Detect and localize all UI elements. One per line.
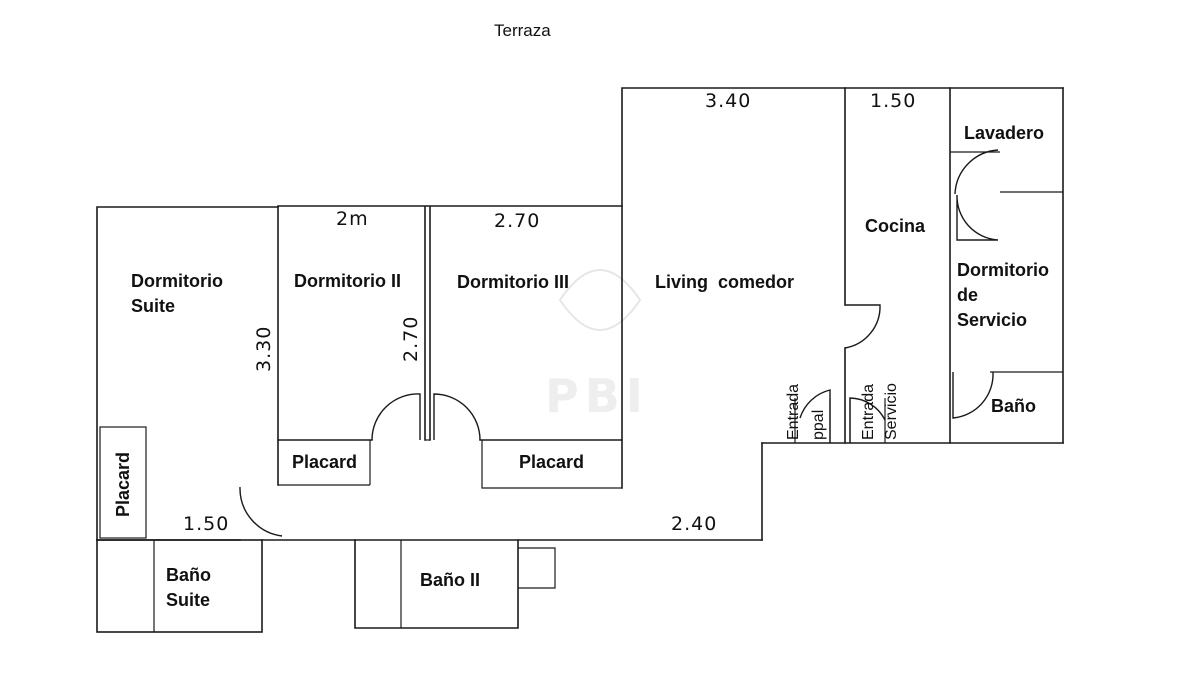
cocina-label: Cocina bbox=[865, 216, 926, 236]
dim-hall-right: 2.40 bbox=[671, 513, 717, 535]
placard-suite-label: Placard bbox=[113, 452, 133, 517]
placard-iii-label: Placard bbox=[519, 452, 584, 472]
dormitorio-iii-label: Dormitorio III bbox=[457, 272, 569, 292]
dormitorio-suite-label-1: Dormitorio bbox=[131, 271, 223, 291]
dormitorio-servicio-label-1: Dormitorio bbox=[957, 260, 1049, 280]
dormitorio-servicio-label-2: de bbox=[957, 285, 978, 305]
walls bbox=[96, 87, 1064, 633]
bano-ii-label: Baño II bbox=[420, 570, 480, 590]
entrada-ppal-label-1: Entrada bbox=[785, 384, 802, 440]
dormitorio-suite-label-2: Suite bbox=[131, 296, 175, 316]
dormitorio-servicio-label-3: Servicio bbox=[957, 310, 1027, 330]
entrada-ppal-label-2: ppal bbox=[810, 410, 827, 440]
door-bano-servicio bbox=[952, 371, 994, 419]
entrada-servicio-label-2: Servicio bbox=[883, 383, 900, 440]
entrada-servicio-label-1: Entrada bbox=[860, 384, 877, 440]
dim-suite-height: 3.30 bbox=[253, 326, 275, 372]
door-lavadero bbox=[954, 149, 999, 195]
watermark: PBI bbox=[545, 269, 649, 423]
door-service bbox=[849, 397, 886, 443]
door-suite bbox=[239, 486, 283, 537]
doors bbox=[239, 149, 999, 537]
watermark-text: PBI bbox=[545, 369, 649, 423]
door-dorm-ii bbox=[371, 393, 421, 441]
door-servicio bbox=[956, 194, 999, 241]
dim-dorm-ii-width: 2m bbox=[336, 208, 369, 230]
living-label: Living comedor bbox=[655, 272, 794, 292]
lavadero-label: Lavadero bbox=[964, 123, 1044, 143]
door-cocina bbox=[844, 304, 881, 349]
dormitorio-ii-label: Dormitorio II bbox=[294, 271, 401, 291]
dim-living-width: 3.40 bbox=[705, 90, 751, 112]
dim-cocina-width: 1.50 bbox=[870, 90, 916, 112]
terraza-label: Terraza bbox=[494, 21, 551, 40]
bano-suite-label-1: Baño bbox=[166, 565, 211, 585]
bano-suite-label-2: Suite bbox=[166, 590, 210, 610]
dim-dorm-iii-width: 2.70 bbox=[494, 210, 540, 232]
door-dorm-iii bbox=[433, 393, 481, 441]
dim-dorm-ii-height: 2.70 bbox=[400, 316, 422, 362]
bano-servicio-label: Baño bbox=[991, 396, 1036, 416]
door-main bbox=[799, 389, 831, 443]
placard-ii-label: Placard bbox=[292, 452, 357, 472]
dim-hall-left: 1.50 bbox=[183, 513, 229, 535]
